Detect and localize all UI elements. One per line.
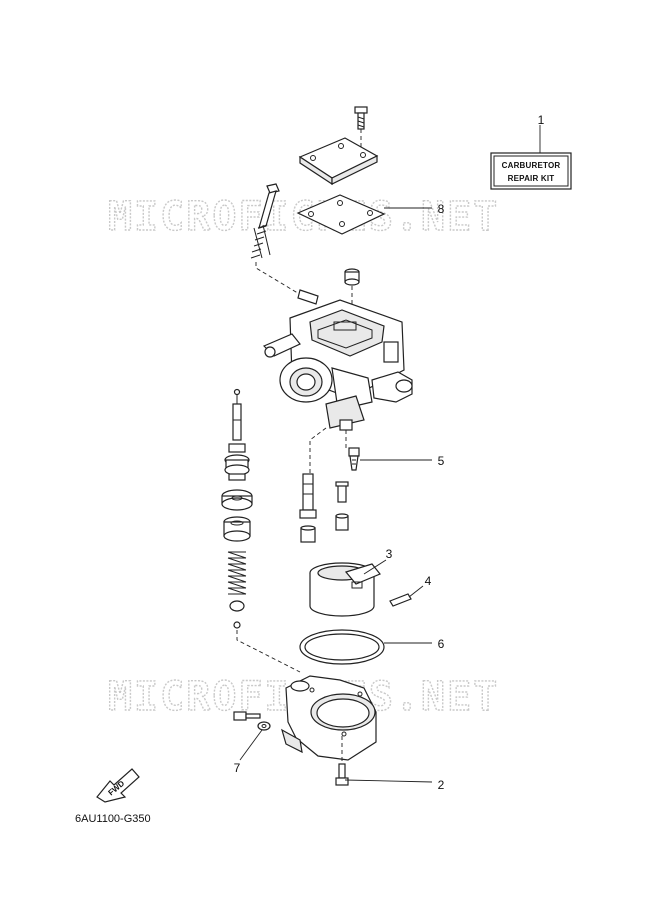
- carburetor-body: [262, 299, 413, 431]
- callout-6: 6: [438, 637, 445, 651]
- callout-2: 2: [438, 778, 445, 792]
- leader-4: [408, 585, 424, 598]
- pilot-jet: [335, 481, 349, 531]
- gasket-8: [296, 194, 386, 235]
- fwd-arrow: FWD: [96, 768, 140, 803]
- kit-line-2: REPAIR KIT: [508, 174, 555, 183]
- callout-4: 4: [425, 574, 432, 588]
- drain-screw-7: [233, 711, 271, 731]
- callout-5: 5: [438, 454, 445, 468]
- carb-cap: [344, 268, 360, 286]
- callout-8: 8: [438, 202, 445, 216]
- leader-3: [363, 559, 387, 575]
- needle-valve-assembly: [221, 388, 253, 629]
- watermark-top: MICROFICHES.NET: [108, 194, 499, 240]
- nozzle: [299, 473, 317, 543]
- leader-2: [344, 779, 433, 783]
- cover-plate: [298, 137, 379, 186]
- idle-screw-tip: [297, 289, 319, 305]
- callout-1: 1: [538, 113, 545, 127]
- callout-7: 7: [234, 761, 241, 775]
- float-pin-4: [389, 593, 412, 607]
- callout-3: 3: [386, 547, 393, 561]
- leader-7: [239, 729, 263, 761]
- float-bowl: [281, 675, 377, 764]
- main-jet-5: [348, 447, 360, 471]
- kit-line-1: CARBURETOR: [502, 161, 561, 170]
- o-ring-6: [299, 629, 385, 665]
- cover-screw: [354, 106, 368, 130]
- diagram-code: 6AU1100-G350: [75, 813, 151, 825]
- idle-screw: [250, 183, 280, 259]
- bowl-screw-2: [335, 763, 349, 786]
- carburetor-repair-kit-box: CARBURETOR REPAIR KIT: [490, 152, 572, 190]
